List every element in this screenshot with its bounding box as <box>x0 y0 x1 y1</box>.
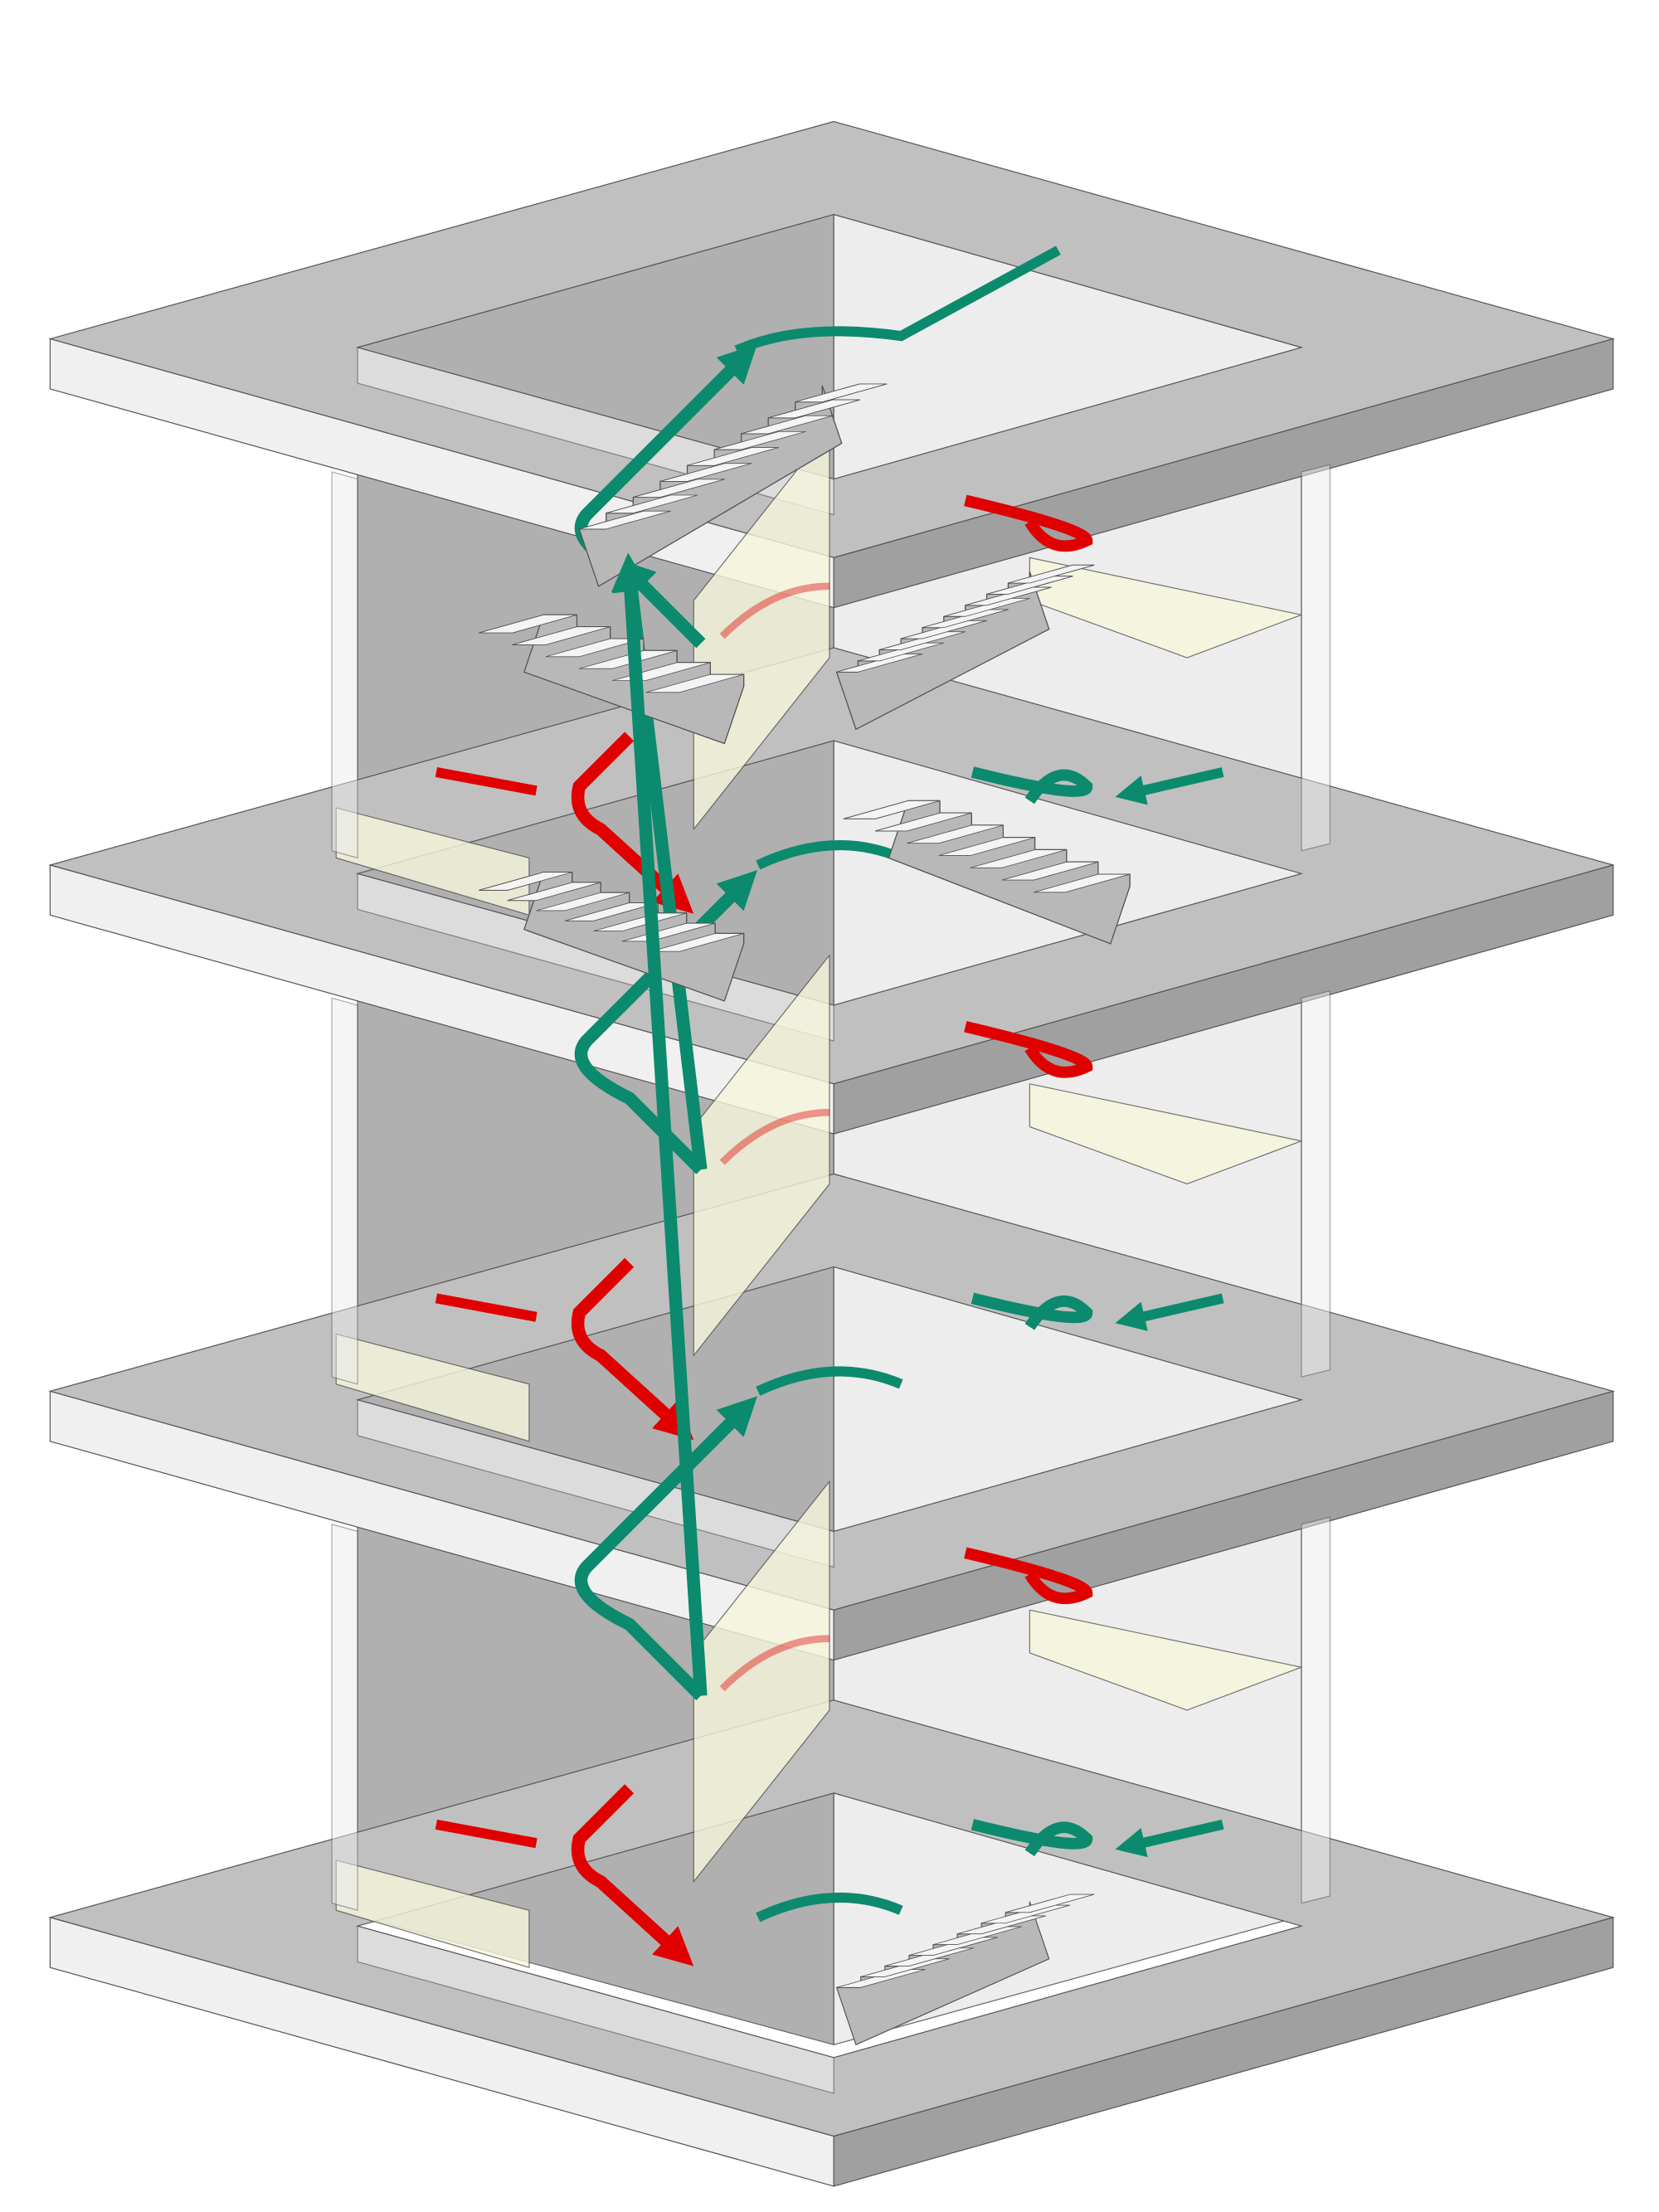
top-up-arrow-exit <box>734 246 1061 355</box>
slab-front-right-face <box>833 864 1614 1135</box>
central-divider-wall <box>693 955 830 1356</box>
stair-tread <box>687 447 780 466</box>
floor-slab-4 <box>48 1699 1615 2187</box>
stair-tread <box>606 494 698 514</box>
up-entry-arrow <box>1115 767 1224 805</box>
slab-front-right-face <box>833 1390 1614 1661</box>
up-entry-arrow <box>1115 1293 1224 1331</box>
down-loop-arrow <box>964 494 1093 552</box>
down-route-hidden-arc <box>719 1108 830 1165</box>
stair-tread <box>741 415 834 435</box>
central-divider-wall <box>693 1480 830 1883</box>
stair-tread <box>970 849 1068 868</box>
down-route-hidden-arc <box>719 1635 830 1692</box>
stair-tread <box>633 479 726 498</box>
landing-right <box>1029 1609 1302 1711</box>
down-exit-arrow <box>435 767 538 796</box>
stair-tread <box>1008 564 1095 584</box>
flight-right-upper <box>843 800 1131 945</box>
glass-wall-right <box>1301 464 1331 852</box>
stair-tread <box>593 912 688 932</box>
stair-tread <box>507 882 601 902</box>
stair-tread <box>907 824 1004 844</box>
down-route-arrow <box>571 1784 694 1966</box>
stair-tread <box>578 510 671 530</box>
stair-tread <box>795 383 888 403</box>
up-route-turn-arc <box>756 840 903 870</box>
stair-tread <box>650 933 744 952</box>
stair-tread <box>1005 1894 1095 1913</box>
up-loop-arrow <box>971 766 1093 805</box>
up-route-turn-arc <box>756 1892 903 1923</box>
glass-wall-left <box>331 471 358 858</box>
stair-tread <box>512 626 611 645</box>
up-entry-arrow <box>1115 1819 1224 1858</box>
floor-slab-2 <box>48 647 1615 1135</box>
down-loop-arrow <box>964 1547 1093 1605</box>
glass-wall-right <box>1301 1516 1331 1904</box>
stair-tread <box>713 430 806 450</box>
flight-lower-left <box>479 872 745 1002</box>
basement-flight <box>836 1894 1095 2045</box>
stair-tread <box>479 872 573 891</box>
slab-front-right-face <box>833 1917 1614 2187</box>
stair-tread <box>659 463 752 482</box>
stair-tread <box>536 892 630 912</box>
stair-tread <box>578 649 678 669</box>
up-loop-arrow <box>971 1819 1093 1857</box>
down-route-hidden-arc <box>719 582 830 639</box>
up-loop-arrow <box>971 1292 1093 1330</box>
up-route-turn-arc <box>756 1366 903 1396</box>
down-exit-arrow <box>435 1293 538 1322</box>
stair-tread <box>645 673 744 693</box>
stair-tread <box>874 812 972 832</box>
glass-wall-right <box>1301 990 1331 1378</box>
up-route-arrow <box>574 1396 758 1701</box>
glass-wall-left <box>331 997 358 1385</box>
up-arrow <box>611 552 708 1697</box>
down-route-arrow <box>571 732 694 914</box>
stair-tread <box>479 614 577 634</box>
down-loop-arrow <box>964 1021 1093 1078</box>
stair-segment-3 <box>331 383 1331 1968</box>
up-route-arrow <box>574 869 758 1174</box>
slab-hole-edge-left <box>357 1925 834 2094</box>
glass-wall-left <box>331 1524 358 1911</box>
flight-up-left <box>578 383 888 587</box>
slab-front-right-face <box>833 338 1614 609</box>
stair-tread <box>767 399 860 419</box>
down-route-arrow <box>571 1257 694 1441</box>
stair-tread <box>1001 861 1099 881</box>
stair-tread <box>938 837 1035 856</box>
stair-tread <box>843 800 941 819</box>
floor-slab-3 <box>48 1173 1615 1661</box>
stair-tread <box>1033 873 1131 893</box>
flight-right-lower <box>836 564 1095 730</box>
landing-right <box>1029 1083 1302 1185</box>
down-exit-arrow <box>435 1819 538 1849</box>
